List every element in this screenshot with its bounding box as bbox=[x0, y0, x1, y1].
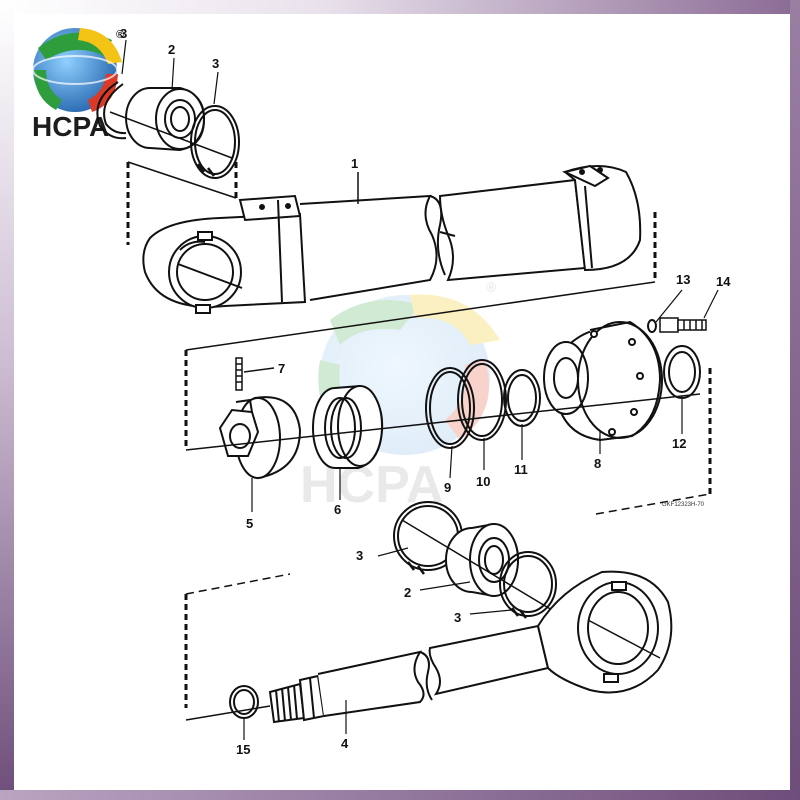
callout-leaders bbox=[121, 39, 719, 740]
globe-icon bbox=[32, 28, 122, 112]
part-14-bolt bbox=[659, 317, 707, 333]
part-10-seal-ring bbox=[457, 359, 507, 441]
callout-7: 7 bbox=[278, 361, 285, 376]
callout-3-top-left: 3 bbox=[120, 26, 127, 41]
callout-2-top: 2 bbox=[168, 42, 175, 57]
callout-3-top-right: 3 bbox=[212, 56, 219, 71]
callout-1: 1 bbox=[351, 156, 358, 171]
callout-3-bottom-right: 3 bbox=[454, 610, 461, 625]
callout-3-bottom-left: 3 bbox=[356, 548, 363, 563]
callout-10: 10 bbox=[476, 474, 490, 489]
assembly-axis-line-bottom bbox=[401, 519, 553, 611]
callout-2-bottom: 2 bbox=[404, 585, 411, 600]
part-2-spherical-bearing-top bbox=[125, 87, 206, 152]
frame-left-border bbox=[0, 0, 14, 800]
callout-5: 5 bbox=[246, 516, 253, 531]
registered-mark: ® bbox=[116, 29, 124, 41]
part-9-seal-ring bbox=[425, 367, 475, 449]
dashed-connector bbox=[185, 573, 291, 595]
part-3-circlip-top-left bbox=[96, 81, 127, 140]
part-3-circlip-bottom-right bbox=[499, 551, 557, 619]
callout-6: 6 bbox=[334, 502, 341, 517]
part-6-guide-bushing bbox=[312, 384, 384, 469]
callout-13: 13 bbox=[676, 272, 690, 287]
brand-logo: ® HCPA bbox=[32, 28, 124, 142]
callout-11: 11 bbox=[514, 462, 528, 477]
assembly-axis-line bbox=[127, 161, 237, 199]
callout-12: 12 bbox=[672, 436, 686, 451]
part-1-cylinder-barrel bbox=[142, 164, 642, 314]
watermark-text: HCPA bbox=[300, 456, 443, 514]
part-5-piston-nut bbox=[218, 396, 302, 480]
drawing-code: GKF12323H-70 bbox=[662, 502, 705, 508]
callout-14: 14 bbox=[716, 274, 731, 289]
dashed-connector bbox=[595, 493, 711, 515]
callout-15: 15 bbox=[236, 742, 250, 757]
part-13-washer bbox=[647, 319, 657, 333]
frame-bottom-border bbox=[0, 790, 800, 800]
frame-right-border bbox=[790, 0, 800, 800]
callout-9: 9 bbox=[444, 480, 451, 495]
part-7-set-screw bbox=[235, 357, 243, 391]
frame-top-border bbox=[0, 0, 800, 14]
assembly-axis-line-middle bbox=[185, 393, 701, 451]
brand-name: HCPA bbox=[32, 111, 109, 142]
callout-8: 8 bbox=[594, 456, 601, 471]
leader-line bbox=[243, 367, 275, 373]
callout-4: 4 bbox=[341, 736, 349, 751]
assembly-axis-line-top bbox=[109, 111, 233, 159]
part-8-cylinder-head bbox=[543, 320, 663, 442]
assembly-axis-line-rod bbox=[185, 705, 271, 721]
leader-line bbox=[587, 619, 661, 659]
part-4-piston-rod bbox=[268, 570, 673, 724]
part-15-o-ring bbox=[229, 685, 259, 719]
watermark-registered-mark: ® bbox=[486, 279, 497, 295]
part-11-o-ring bbox=[503, 369, 541, 427]
part-3-circlip-top-right bbox=[190, 105, 240, 179]
part-12-seal bbox=[663, 345, 701, 399]
part-2-spherical-bearing-bottom bbox=[445, 522, 520, 598]
assembly-axis-line bbox=[185, 281, 656, 351]
